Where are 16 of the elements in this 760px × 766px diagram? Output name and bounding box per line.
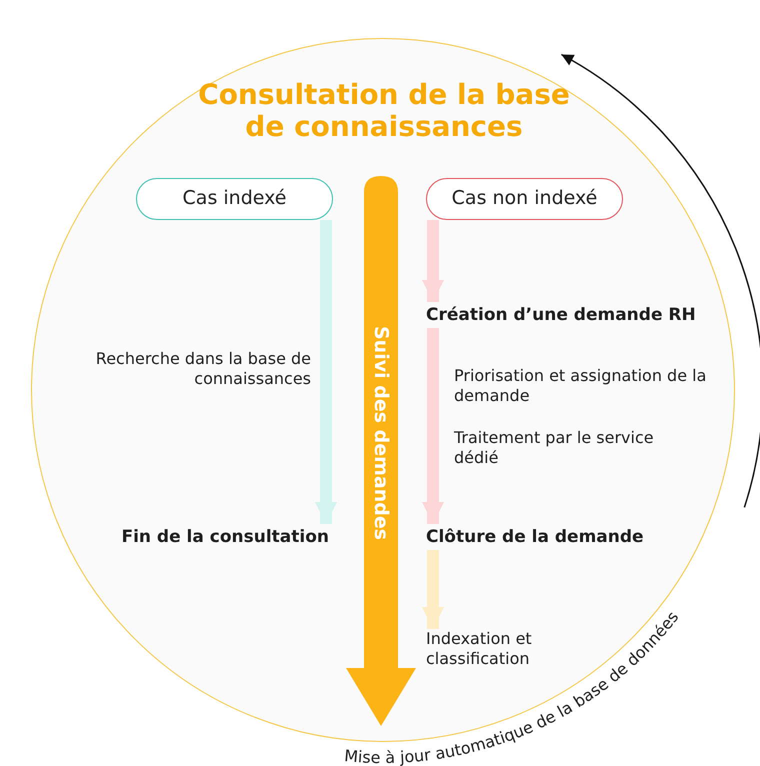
case-pill: Cas indexé [136, 178, 333, 220]
step-label: Fin de la consultation [116, 524, 329, 550]
note-text: Priorisation et assignation de la demande [454, 366, 708, 406]
step-label: Indexation et classification [426, 629, 586, 673]
heading: Consultation de la base de connaissances [197, 79, 571, 144]
timeline-arrow [346, 176, 416, 726]
arrow [315, 220, 337, 524]
case-pill: Cas non indexé [426, 178, 623, 220]
note-text: Traitement par le service dédié [454, 428, 654, 468]
arrow [422, 550, 444, 629]
arrow [422, 328, 444, 524]
edge-label: Recherche dans la base de connaissances [94, 349, 311, 389]
arrow-label: Suivi des demandes [369, 326, 393, 540]
step-label: Clôture de la demande [426, 524, 661, 550]
arrow [422, 220, 444, 302]
step-label: Création d’une demande RH [426, 302, 711, 328]
